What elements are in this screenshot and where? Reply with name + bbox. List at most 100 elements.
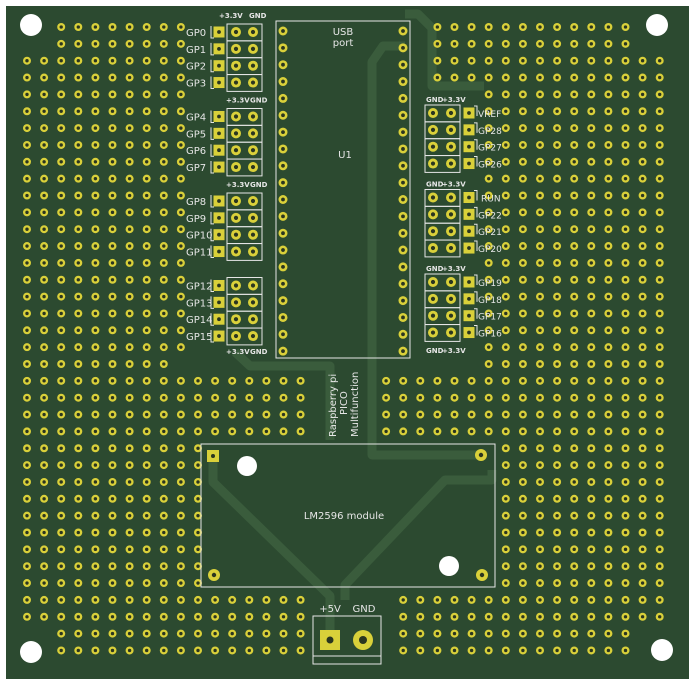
pad-hole xyxy=(42,463,46,467)
pad-hole xyxy=(179,480,183,484)
gpio-label: GP6 xyxy=(186,146,206,157)
pad-hole xyxy=(110,75,115,80)
mounting-hole xyxy=(20,14,42,36)
header-outline xyxy=(226,74,263,92)
pad-hole xyxy=(487,631,491,636)
pad-hole xyxy=(478,452,484,458)
copper-traces xyxy=(208,9,497,640)
label-bracket xyxy=(210,161,214,174)
pad-hole xyxy=(555,379,559,383)
pad-hole xyxy=(162,480,166,484)
pad-hole xyxy=(281,29,285,33)
pad-hole xyxy=(250,215,256,220)
pad-hole xyxy=(487,143,491,147)
pad-hole xyxy=(401,45,405,50)
pad-hole xyxy=(179,615,183,619)
pad-hole xyxy=(217,63,221,68)
pad-hole xyxy=(555,261,559,265)
pad-hole xyxy=(467,212,471,217)
pad-hole xyxy=(448,212,454,217)
pad-hole xyxy=(521,564,525,568)
pad-hole xyxy=(589,109,593,113)
pad-hole xyxy=(589,278,593,282)
pad-hole xyxy=(623,75,628,80)
pad-hole xyxy=(606,59,611,63)
pad-hole xyxy=(623,564,628,568)
pad-hole xyxy=(555,547,559,552)
pad-hole xyxy=(281,147,285,151)
pad-hole xyxy=(487,278,491,282)
pad-hole xyxy=(127,362,132,366)
pad-hole xyxy=(110,530,115,535)
pad-hole xyxy=(230,631,234,636)
pad-hole xyxy=(25,345,29,349)
pad-hole xyxy=(110,278,115,282)
pad-hole xyxy=(487,244,491,248)
pad-hole xyxy=(264,615,269,619)
pad-hole xyxy=(538,328,542,332)
pad-hole xyxy=(250,333,256,339)
pad-hole xyxy=(487,311,491,316)
pad-hole xyxy=(538,176,542,181)
pad-hole xyxy=(25,497,29,501)
pad-hole xyxy=(76,75,80,80)
pad-hole xyxy=(59,193,63,198)
pad-hole xyxy=(179,244,183,248)
pad-hole xyxy=(521,75,525,80)
title-line-1: Raspberry pi xyxy=(328,374,339,437)
pad-hole xyxy=(298,396,303,400)
pad-hole xyxy=(521,581,525,585)
right-header-bottom-labels: GND+3.3V xyxy=(426,347,466,355)
pad-hole xyxy=(179,463,183,467)
gnd-label: GND xyxy=(426,347,444,355)
pad-hole xyxy=(555,345,559,349)
pad-hole xyxy=(179,564,183,568)
pad-hole xyxy=(658,75,662,80)
gpio-label: GP18 xyxy=(478,296,502,306)
pad-hole xyxy=(448,110,454,116)
pad-hole xyxy=(640,193,645,198)
pad-hole xyxy=(538,278,542,282)
pad-hole xyxy=(145,345,149,349)
pad-hole xyxy=(42,59,46,63)
pad-hole xyxy=(572,143,576,147)
pad-hole xyxy=(401,598,405,602)
pad-hole xyxy=(250,232,256,237)
pad-hole xyxy=(487,396,491,400)
pad-hole xyxy=(640,176,645,181)
pad-hole xyxy=(572,75,576,80)
pad-hole xyxy=(606,160,611,164)
pad-hole xyxy=(127,210,132,215)
pad-hole xyxy=(127,581,132,585)
pad-hole xyxy=(623,396,628,400)
pad-hole xyxy=(606,396,611,400)
pad-hole xyxy=(448,144,454,149)
pad-hole xyxy=(640,278,645,282)
pad-hole xyxy=(162,362,166,366)
pad-hole xyxy=(435,412,440,417)
pad-hole xyxy=(162,379,166,383)
pad-hole xyxy=(281,45,285,50)
pad-hole xyxy=(572,480,576,484)
pad-hole xyxy=(435,615,440,619)
pad-hole xyxy=(196,412,200,417)
pad-hole xyxy=(76,126,80,130)
pad-hole xyxy=(589,631,593,636)
pad-hole xyxy=(110,345,115,349)
pad-hole xyxy=(555,311,559,316)
pad-hole xyxy=(572,42,576,46)
pad-hole xyxy=(281,315,285,320)
pad-hole xyxy=(196,581,200,585)
pad-hole xyxy=(196,648,200,653)
pad-hole xyxy=(217,317,221,322)
pad-hole xyxy=(110,193,115,198)
pad-hole xyxy=(110,379,115,383)
pico-outline xyxy=(275,20,411,359)
pad-hole xyxy=(572,631,576,636)
pad-hole xyxy=(572,379,576,383)
pad-hole xyxy=(521,294,525,299)
pad-hole xyxy=(281,615,286,619)
pad-hole xyxy=(230,379,234,383)
pad-hole xyxy=(555,25,559,29)
